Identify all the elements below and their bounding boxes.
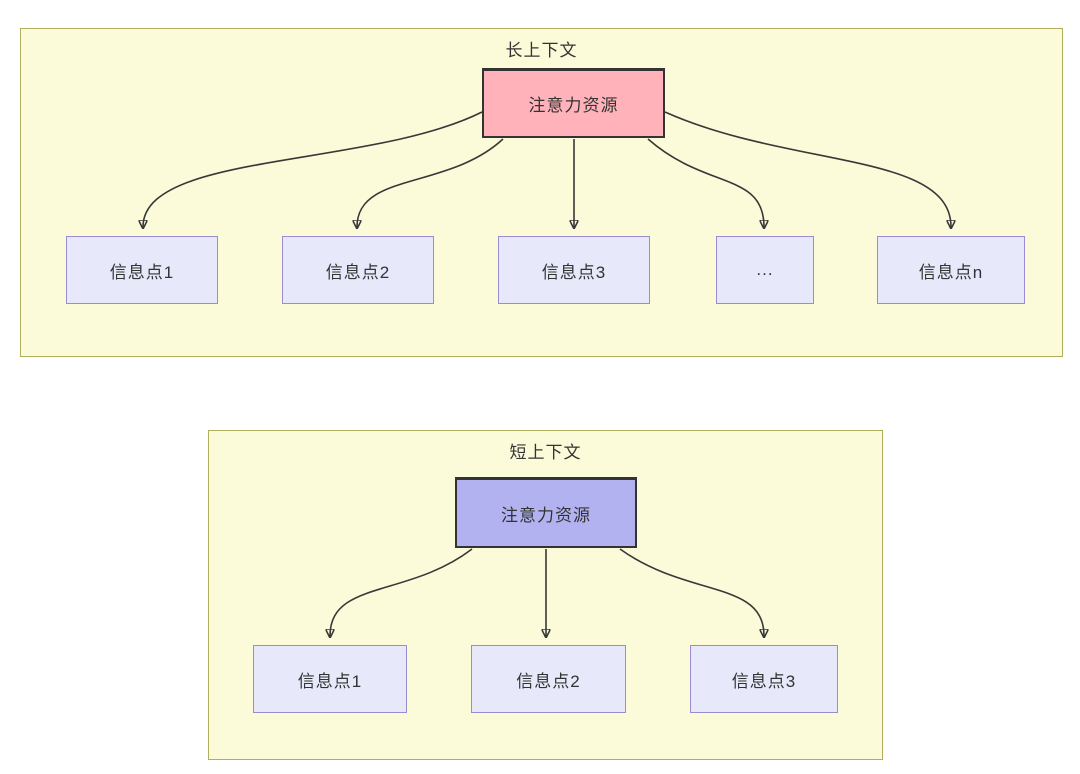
info-point-node: 信息点n [877,236,1025,304]
info-point-node: 信息点1 [66,236,218,304]
long-context-title: 长上下文 [505,41,578,60]
info-point-node: 信息点3 [690,645,838,713]
info-point-node: 信息点3 [498,236,650,304]
short-context-title: 短上下文 [509,443,582,462]
info-point-node: 信息点2 [282,236,434,304]
info-point-node: 信息点2 [471,645,626,713]
info-point-node-ellipsis: ... [716,236,814,304]
attention-resource-node-short: 注意力资源 [455,477,637,548]
info-point-node: 信息点1 [253,645,407,713]
attention-resource-node-long: 注意力资源 [482,68,665,138]
